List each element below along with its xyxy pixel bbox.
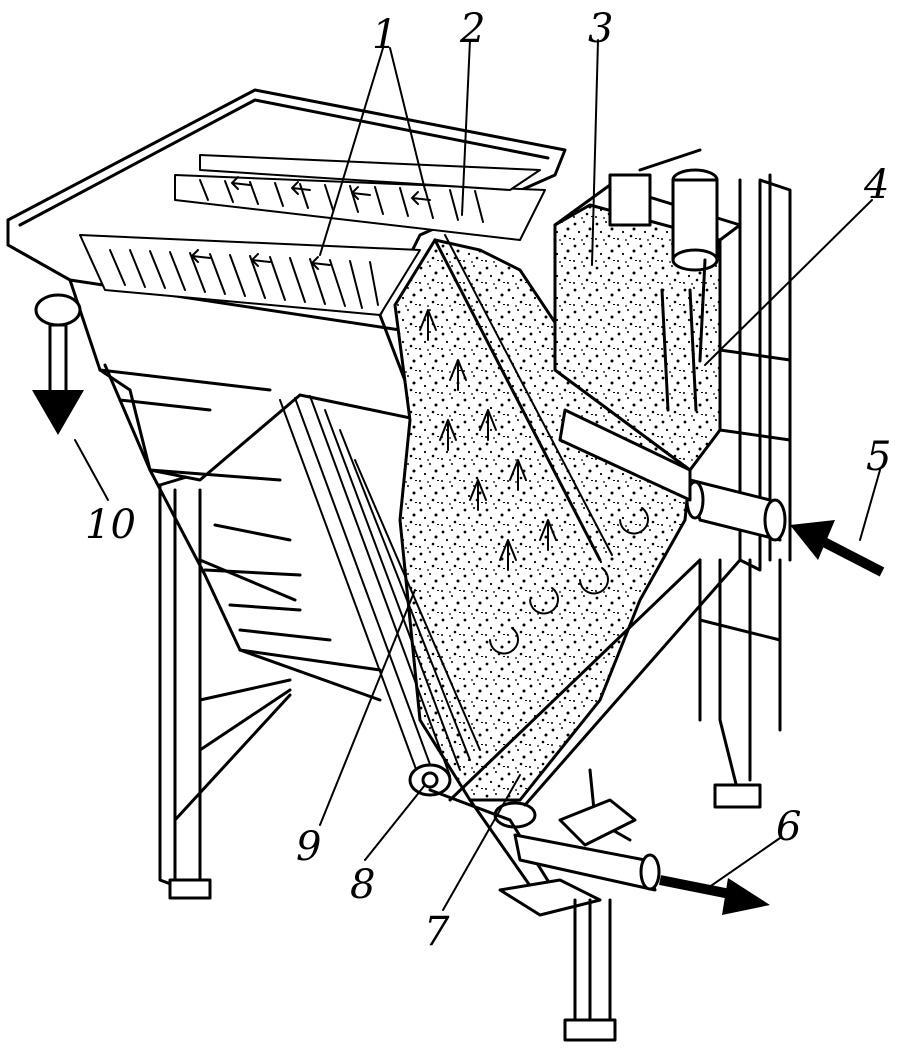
label-4: 4 — [863, 162, 889, 208]
separation-chamber — [279, 234, 692, 802]
sieve-decks — [79, 154, 546, 316]
callout-labels: 1 2 3 4 5 6 7 8 9 10 — [85, 6, 891, 955]
sieve-slats-upper — [199, 179, 484, 223]
label-1: 1 — [372, 12, 397, 58]
upflow-arrows — [419, 309, 649, 655]
flow-arrows — [32, 293, 885, 915]
right-tower — [553, 148, 792, 809]
inlet-arrow-5 — [790, 520, 885, 577]
bottom-discharge — [408, 558, 742, 1042]
outlet-arrow-10 — [32, 293, 84, 435]
label-8: 8 — [350, 862, 375, 908]
right-support-frame — [698, 173, 792, 809]
inlet-pipe — [558, 408, 787, 542]
label-9: 9 — [296, 824, 321, 870]
label-3: 3 — [588, 6, 613, 52]
baffle-ribs — [279, 395, 481, 781]
label-7: 7 — [424, 909, 450, 955]
left-support-frame — [158, 468, 297, 900]
sieve-slats-lower — [109, 249, 379, 309]
label-10: 10 — [85, 502, 136, 548]
deck-flow-arrows — [191, 176, 431, 270]
label-6: 6 — [776, 804, 801, 850]
leader-lines — [74, 39, 881, 911]
label-2: 2 — [459, 6, 485, 52]
label-5: 5 — [866, 434, 891, 480]
medium-fill — [393, 238, 692, 802]
outlet-arrow-6 — [659, 875, 770, 915]
